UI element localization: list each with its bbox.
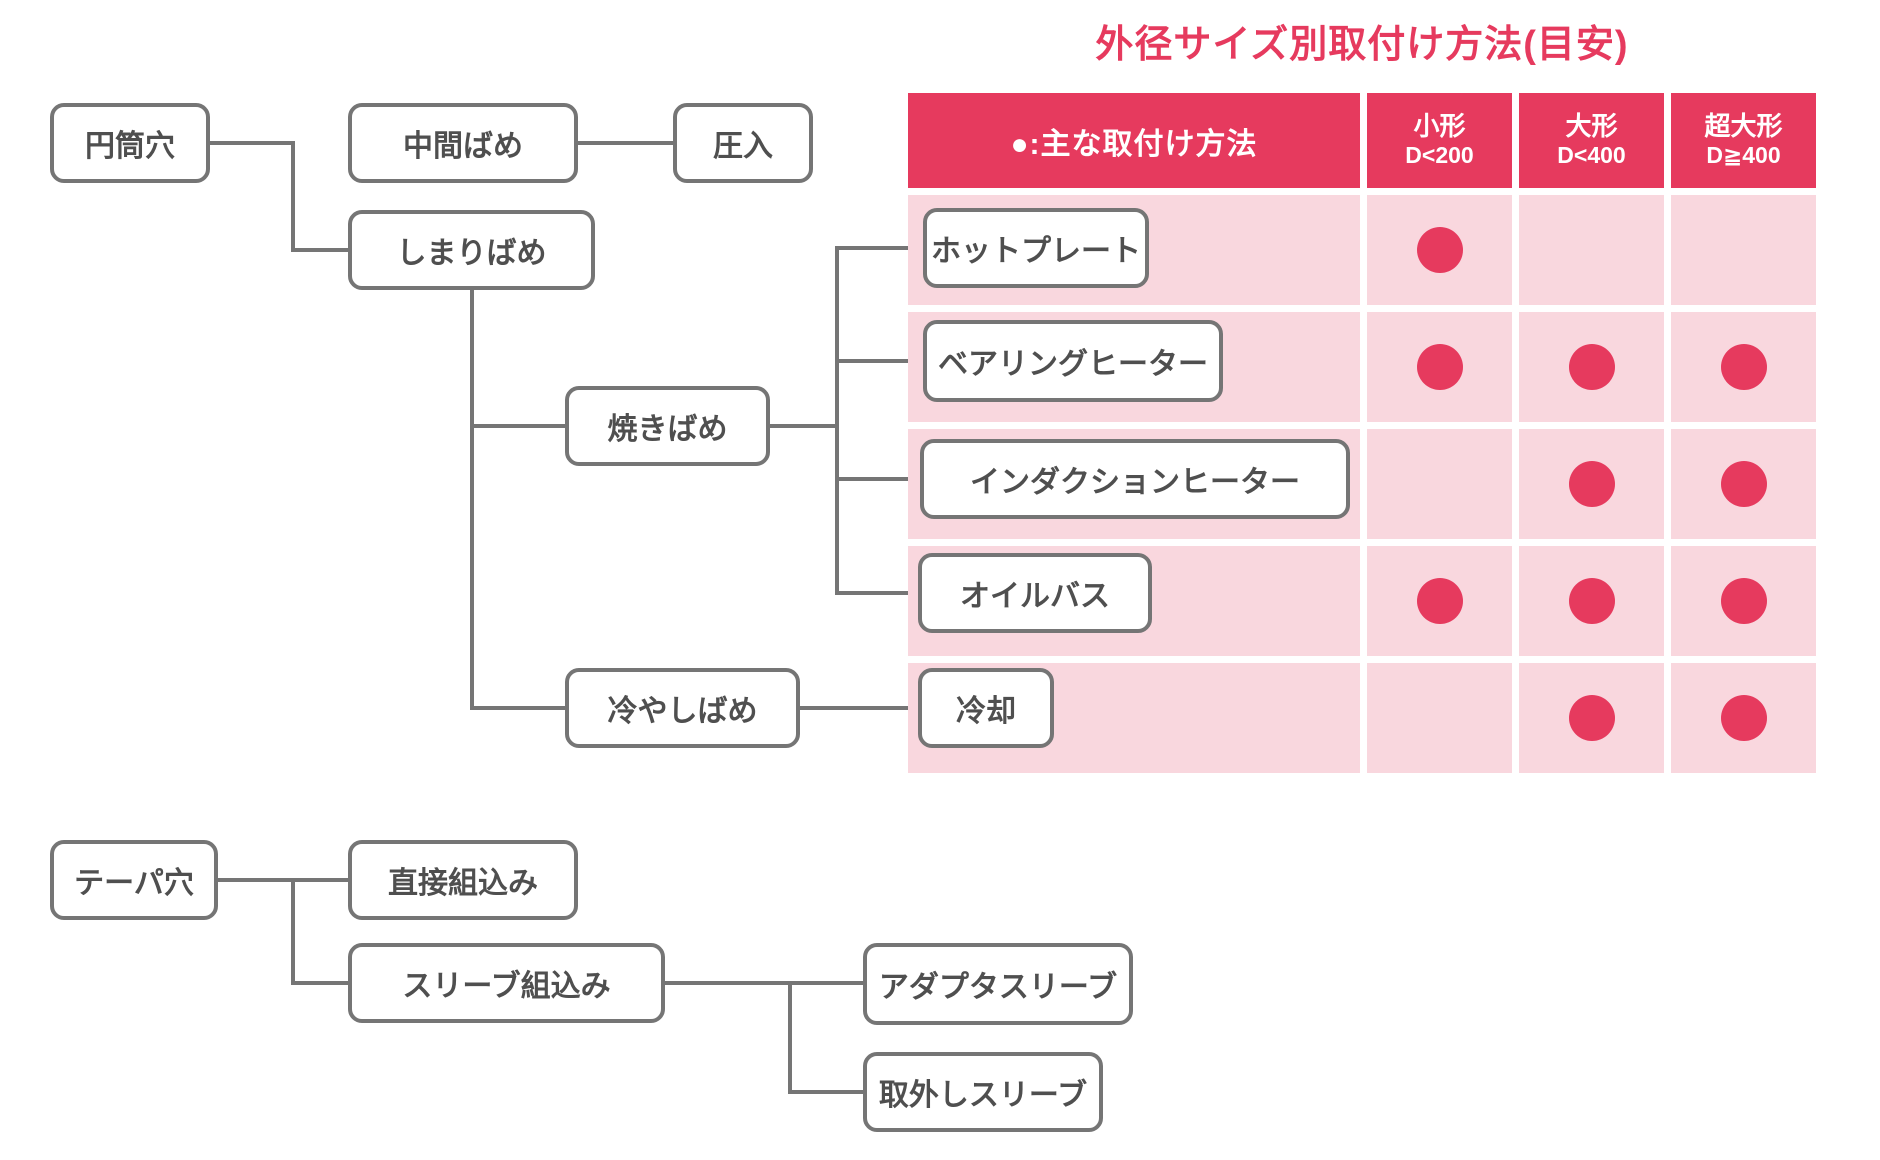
- connector: [835, 359, 923, 363]
- connector: [291, 981, 348, 985]
- table-cell: [1367, 312, 1512, 422]
- table-cell: [1671, 195, 1816, 305]
- connector: [291, 141, 295, 252]
- main-method-dot: [1568, 578, 1615, 624]
- node-hot-plate: ホットプレート: [923, 208, 1149, 288]
- main-method-dot: [1568, 344, 1615, 390]
- connector: [578, 141, 673, 145]
- table-cell: [1367, 195, 1512, 305]
- main-method-dot: [1720, 461, 1767, 507]
- main-method-dot: [1720, 344, 1767, 390]
- node-sleeve-mounting: スリーブ組込み: [348, 943, 665, 1023]
- main-method-dot: [1720, 578, 1767, 624]
- connector: [835, 246, 923, 250]
- connector: [470, 706, 565, 710]
- node-oil-bath: オイルバス: [918, 553, 1152, 633]
- connector: [665, 981, 863, 985]
- node-adapter-sleeve: アダプタスリーブ: [863, 943, 1133, 1025]
- column-header-small-range: D<200: [1405, 142, 1474, 169]
- column-header-large-label: 大形: [1565, 111, 1618, 142]
- table-cell: [1367, 663, 1512, 773]
- node-bearing-heater: ベアリングヒーター: [923, 320, 1223, 402]
- node-transition-fit: 中間ばめ: [348, 103, 578, 183]
- connector: [210, 141, 295, 145]
- table-cell: [1519, 546, 1664, 656]
- page-title: 外径サイズ別取付け方法(目安): [1095, 24, 1629, 66]
- column-header-extra-large: 超大形 D≧400: [1671, 93, 1816, 188]
- connector: [291, 878, 295, 985]
- table-cell: [1671, 312, 1816, 422]
- connector: [470, 290, 474, 710]
- main-method-dot: [1568, 695, 1615, 741]
- column-header-large-range: D<400: [1557, 142, 1626, 169]
- main-method-dot: [1720, 695, 1767, 741]
- connector: [770, 424, 839, 428]
- table-cell: [1519, 312, 1664, 422]
- node-withdrawal-sleeve: 取外しスリーブ: [863, 1052, 1103, 1132]
- table-cell: [1671, 663, 1816, 773]
- connector: [218, 878, 348, 882]
- connector: [470, 424, 565, 428]
- node-tapered-bore: テーパ穴: [50, 840, 218, 920]
- table-cell: [1671, 429, 1816, 539]
- node-press-fit: 圧入: [673, 103, 813, 183]
- table-cell: [1367, 429, 1512, 539]
- connector: [788, 981, 792, 1094]
- table-cell: [1367, 546, 1512, 656]
- node-shrink-fit: 焼きばめ: [565, 386, 770, 466]
- connector: [788, 1090, 863, 1094]
- connector: [835, 477, 920, 481]
- column-header-large: 大形 D<400: [1519, 93, 1664, 188]
- column-header-small: 小形 D<200: [1367, 93, 1512, 188]
- node-induction-heater: インダクションヒーター: [920, 439, 1350, 519]
- main-method-dot: [1416, 227, 1463, 273]
- node-interference-fit: しまりばめ: [348, 210, 595, 290]
- main-method-dot: [1416, 578, 1463, 624]
- column-header-extra-large-range: D≧400: [1706, 142, 1781, 169]
- main-method-dot: [1416, 344, 1463, 390]
- column-header-extra-large-label: 超大形: [1704, 111, 1783, 142]
- connector: [800, 706, 918, 710]
- connector: [835, 246, 839, 595]
- table-legend-cell: ●:主な取付け方法: [908, 93, 1360, 188]
- node-cylindrical-bore: 円筒穴: [50, 103, 210, 183]
- column-header-small-label: 小形: [1413, 111, 1466, 142]
- node-direct-mounting: 直接組込み: [348, 840, 578, 920]
- table-cell: [1519, 195, 1664, 305]
- table-cell: [1519, 663, 1664, 773]
- table-cell: [1671, 546, 1816, 656]
- main-method-dot: [1568, 461, 1615, 507]
- node-cold-fit: 冷やしばめ: [565, 668, 800, 748]
- table-cell: [1519, 429, 1664, 539]
- connector: [835, 591, 918, 595]
- node-cooling: 冷却: [918, 668, 1054, 748]
- connector: [291, 248, 348, 252]
